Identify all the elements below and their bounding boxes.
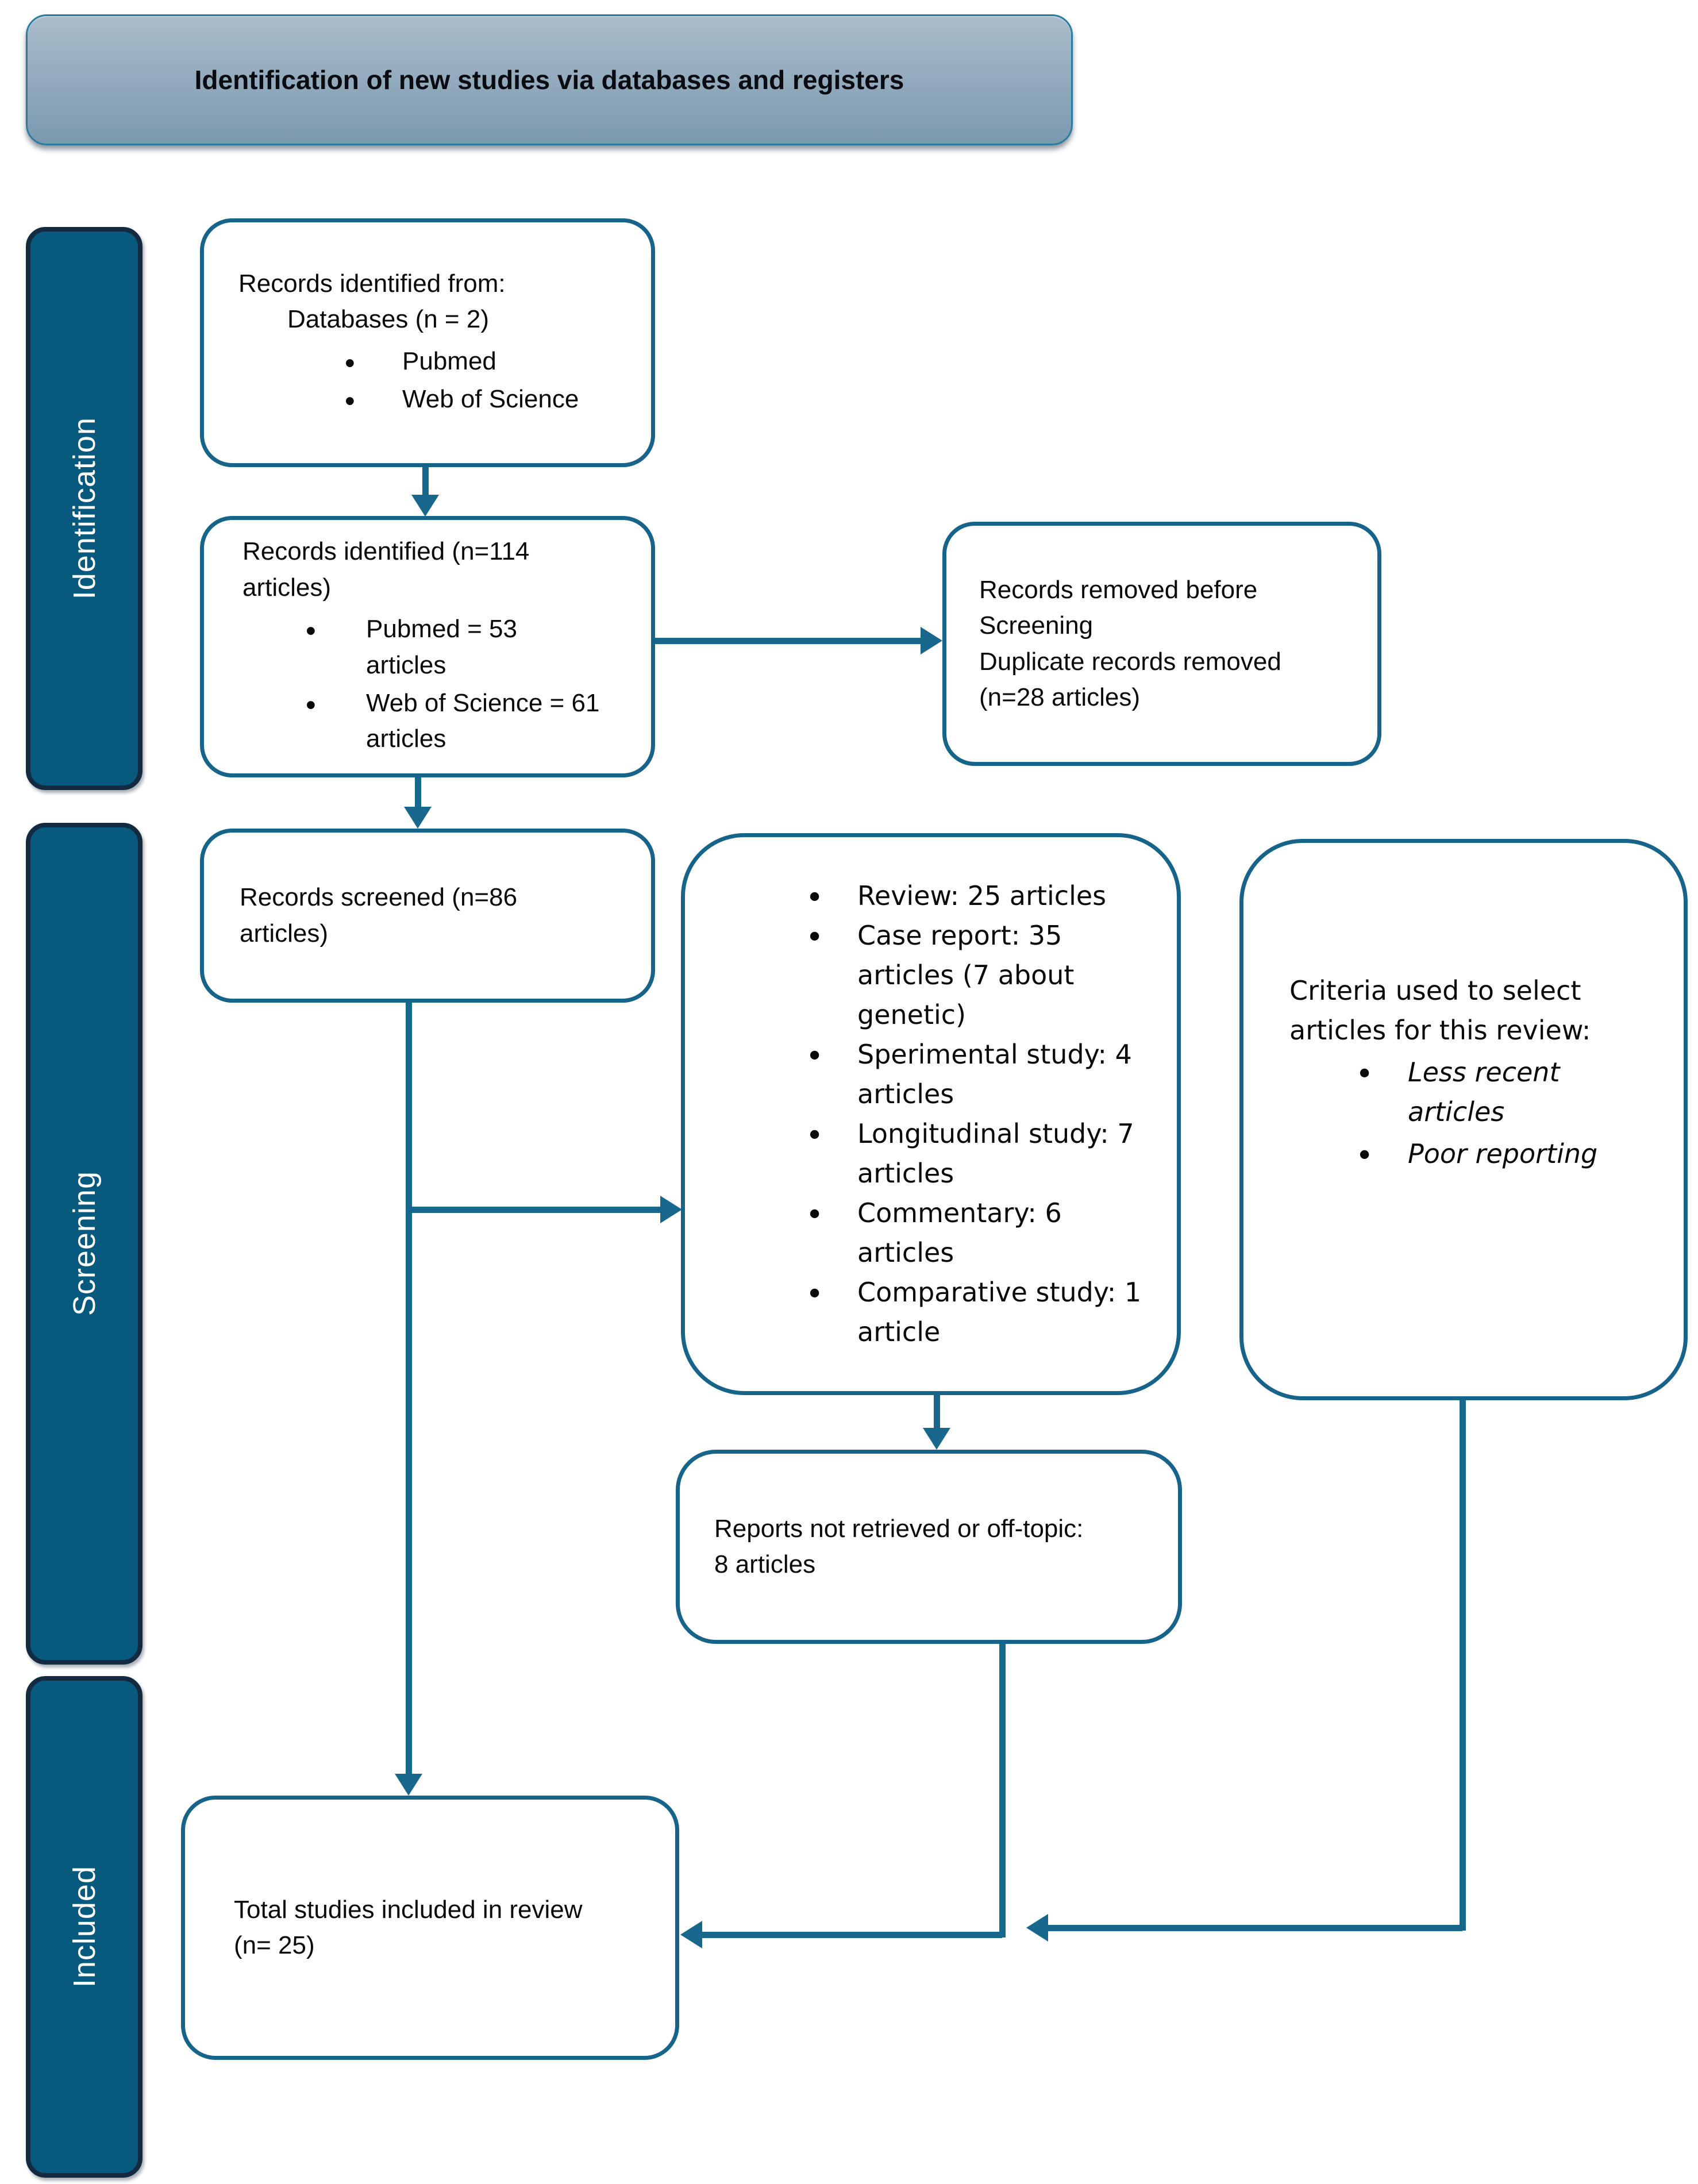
- total-included-text: Total studies included in review (n= 25): [234, 1895, 583, 1959]
- stage-label-identification: Identification: [67, 417, 102, 600]
- records-screened-text: Records screened (n=86 articles): [240, 883, 518, 947]
- arrow-identified-from-to-identified-head: [411, 495, 439, 517]
- records-identified-from-list: Pubmed Web of Science: [238, 341, 628, 422]
- list-item: Web of Science: [345, 380, 628, 422]
- records-removed-line2: Duplicate records removed (n=28 articles…: [979, 647, 1281, 711]
- stage-bar-identification: Identification: [26, 227, 143, 790]
- title-banner: Identification of new studies via databa…: [26, 14, 1073, 145]
- arrow-screened-to-total-head: [395, 1774, 422, 1796]
- records-removed-line1: Records removed before Screening: [979, 575, 1258, 640]
- arrow-screened-to-total-shaft: [406, 1003, 412, 1774]
- connector-reports-to-total-vertical: [999, 1644, 1006, 1938]
- list-item: Longitudinal study: 7 articles: [806, 1113, 1162, 1193]
- box-records-screened: Records screened (n=86 articles): [200, 829, 655, 1003]
- list-item: Review: 25 articles: [806, 875, 1162, 920]
- criteria-list: Less recent articles Poor reporting: [1289, 1050, 1661, 1178]
- stage-bar-screening: Screening: [26, 823, 143, 1665]
- box-article-types: Review: 25 articles Case report: 35 arti…: [681, 833, 1181, 1395]
- box-records-identified: Records identified (n=114 articles) Pubm…: [200, 516, 655, 777]
- list-item: Comparative study: 1 article: [806, 1272, 1162, 1352]
- box-records-identified-from: Records identified from: Databases (n = …: [200, 218, 655, 467]
- connector-reports-to-total-horizontal: [702, 1932, 1002, 1938]
- records-identified-from-line2: Databases (n = 2): [287, 305, 489, 334]
- box-records-removed: Records removed before Screening Duplica…: [942, 522, 1381, 766]
- box-total-included: Total studies included in review (n= 25): [181, 1796, 679, 2060]
- records-identified-text: Records identified (n=114 articles): [242, 537, 530, 602]
- arrow-identified-to-removed-shaft: [655, 638, 921, 644]
- connector-criteria-to-junction-head: [1026, 1914, 1048, 1942]
- page-title: Identification of new studies via databa…: [194, 65, 904, 95]
- arrow-screened-to-article-types-shaft: [409, 1207, 660, 1213]
- arrow-identified-to-screened-head: [404, 807, 432, 829]
- arrow-identified-to-removed-head: [921, 627, 942, 654]
- records-identified-from-line1: Records identified from:: [238, 269, 506, 298]
- article-types-list: Review: 25 articles Case report: 35 arti…: [699, 875, 1162, 1352]
- list-item: Web of Science = 61 articles: [306, 684, 625, 757]
- box-criteria: Criteria used to select articles for thi…: [1239, 839, 1688, 1400]
- arrow-article-types-to-reports-head: [923, 1428, 950, 1450]
- connector-reports-to-total-head: [680, 1921, 702, 1948]
- arrow-screened-to-article-types-head: [660, 1196, 682, 1223]
- arrow-identified-to-screened-shaft: [415, 777, 421, 809]
- connector-criteria-to-junction-vertical: [1460, 1400, 1466, 1931]
- stage-label-screening: Screening: [67, 1171, 102, 1316]
- connector-criteria-to-junction-horizontal: [1048, 1925, 1462, 1931]
- list-item: Pubmed = 53 articles: [306, 610, 625, 683]
- list-item: Commentary: 6 articles: [806, 1192, 1162, 1273]
- list-item: Sperimental study: 4 articles: [806, 1034, 1162, 1114]
- arrow-article-types-to-reports-shaft: [934, 1395, 940, 1428]
- records-identified-list: Pubmed = 53 articles Web of Science = 61…: [242, 609, 625, 760]
- arrow-identified-from-to-identified-shaft: [422, 467, 429, 497]
- list-item: Pubmed: [345, 342, 628, 383]
- list-item: Poor reporting: [1356, 1133, 1615, 1178]
- stage-bar-included: Included: [26, 1676, 143, 2178]
- list-item: Less recent articles: [1356, 1051, 1615, 1132]
- list-item: Case report: 35 articles (7 about geneti…: [806, 915, 1162, 1035]
- criteria-heading: Criteria used to select articles for thi…: [1289, 975, 1591, 1046]
- stage-label-included: Included: [67, 1866, 102, 1988]
- reports-not-retrieved-text: Reports not retrieved or off-topic: 8 ar…: [714, 1514, 1084, 1578]
- box-reports-not-retrieved: Reports not retrieved or off-topic: 8 ar…: [676, 1450, 1182, 1644]
